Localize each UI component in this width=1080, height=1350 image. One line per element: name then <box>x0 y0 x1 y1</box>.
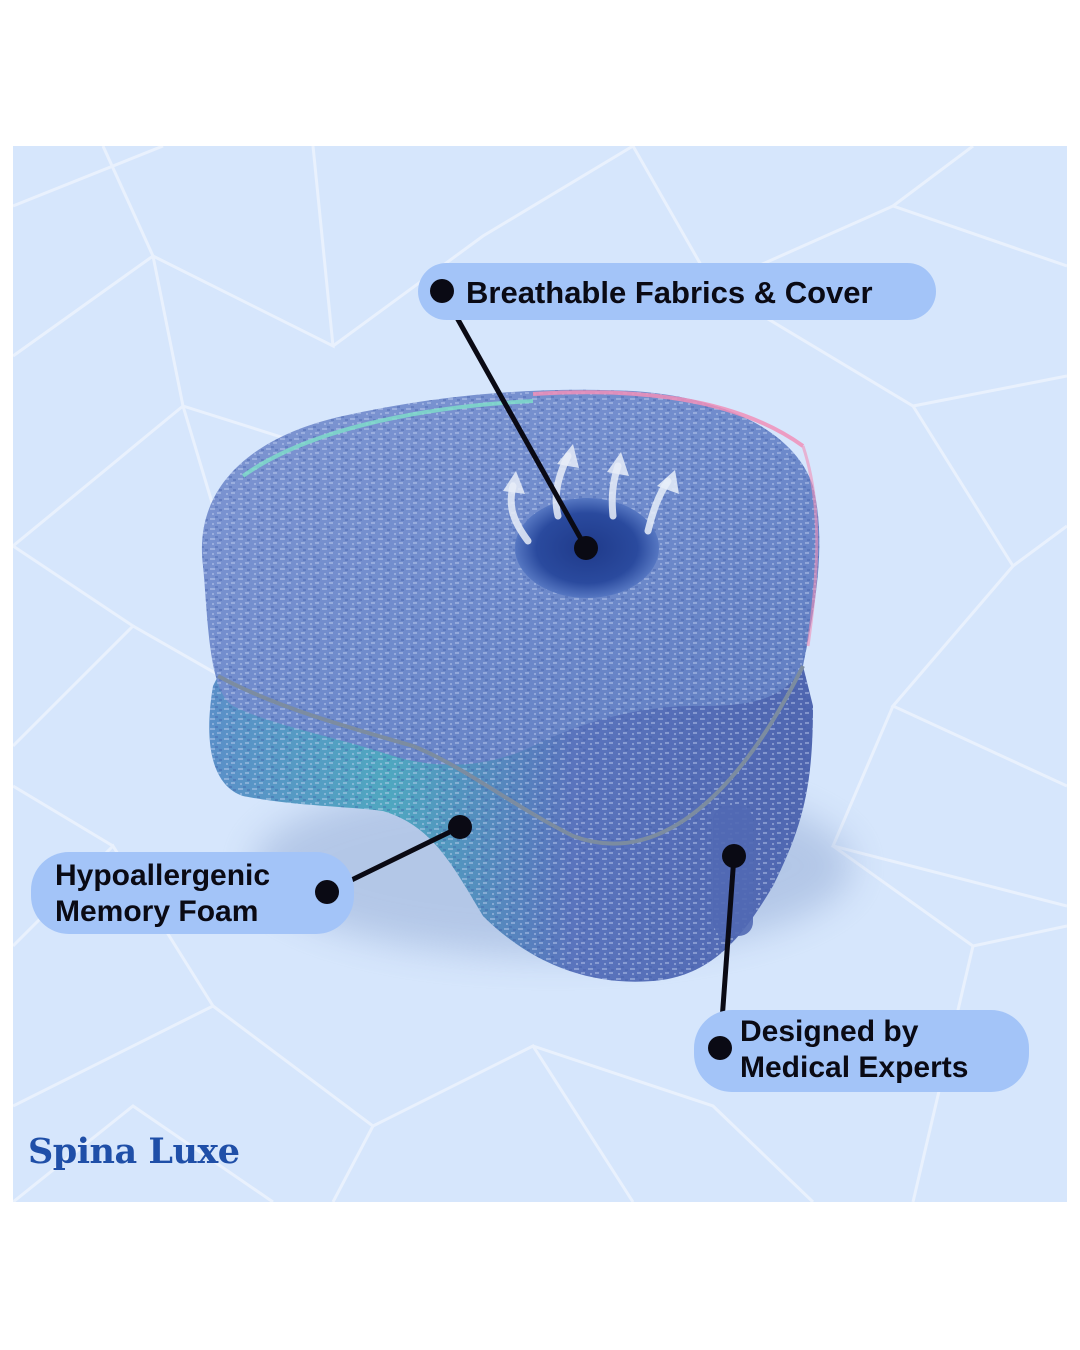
callout-right-line2: Medical Experts <box>740 1051 969 1084</box>
callout-left-line1: Hypoallergenic <box>55 859 271 892</box>
callout-hypoallergenic-foam: Hypoallergenic Memory Foam <box>31 852 354 934</box>
callout-top-text: Breathable Fabrics & Cover <box>466 275 873 310</box>
callout-breathable-fabrics: Breathable Fabrics & Cover <box>418 263 936 320</box>
callout-right-line1: Designed by <box>740 1015 919 1048</box>
pillow-illustration <box>201 279 853 1051</box>
brand-logo: Spina Luxe <box>28 1131 240 1172</box>
product-panel: Breathable Fabrics & Cover Hypoallergeni… <box>13 146 1067 1202</box>
callout-medical-experts: Designed by Medical Experts <box>694 1010 1029 1092</box>
callout-left-line2: Memory Foam <box>55 895 259 928</box>
